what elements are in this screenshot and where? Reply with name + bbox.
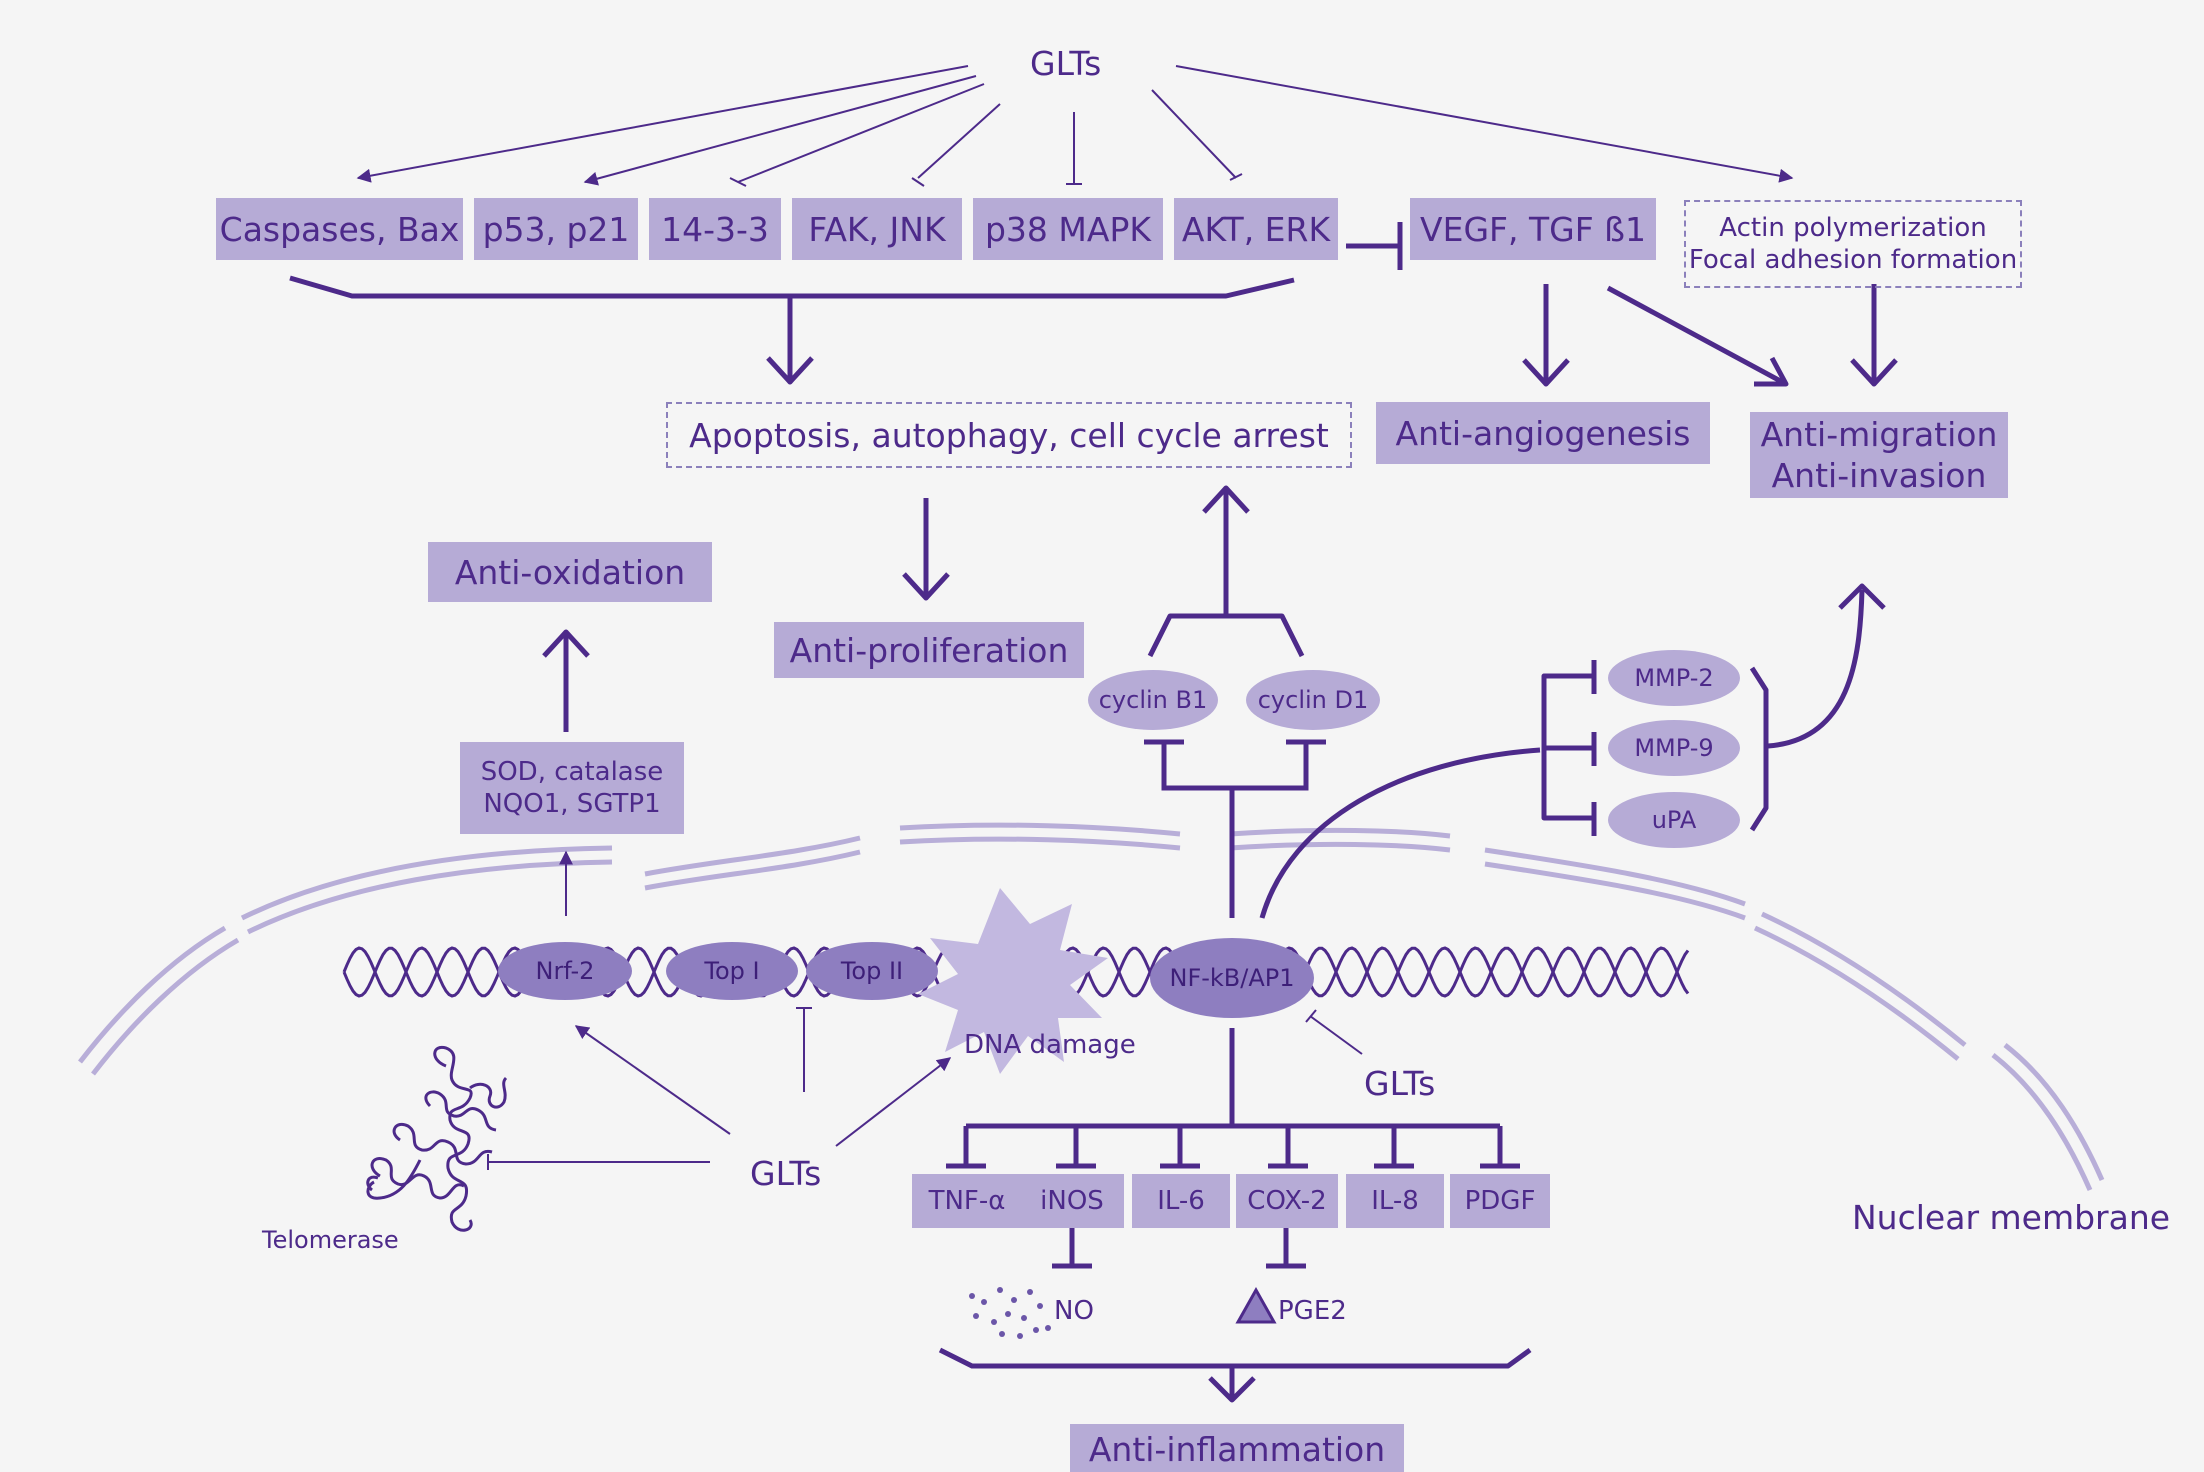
cyclin-inhibition <box>1144 739 1326 918</box>
glts-label-right: GLTs <box>1364 1064 1436 1103</box>
p1433-box: 14-3-3 <box>649 198 781 260</box>
nuclear-membrane-label: Nuclear membrane <box>1852 1198 2171 1237</box>
glts-label-bottom: GLTs <box>750 1154 822 1193</box>
glts-label-top: GLTs <box>1030 44 1102 83</box>
no-label: NO <box>1054 1296 1094 1326</box>
cytokine-box: IL-6 <box>1132 1174 1230 1228</box>
anti-invasion-line: Anti-invasion <box>1771 456 1987 495</box>
actin-box: Actin polymerization Focal adhesion form… <box>1684 200 2022 288</box>
p38-box: p38 MAPK <box>973 198 1163 260</box>
enzymes-line2: NQO1, SGTP1 <box>483 789 661 819</box>
enzymes-line1: SOD, catalase <box>480 756 664 787</box>
akt-box: AKT, ERK <box>1174 198 1338 260</box>
cyclin-b1-oval: cyclin B1 <box>1088 670 1218 730</box>
bottom-glts-arrows <box>487 1007 1363 1170</box>
pge2-label: PGE2 <box>1278 1296 1347 1326</box>
akt-vegf-inhibition <box>1346 222 1403 270</box>
p53-box: p53, p21 <box>474 198 638 260</box>
dna-damage-burst <box>918 888 1108 1074</box>
actin-line2: Focal adhesion formation <box>1688 245 2018 275</box>
top-glts-arrows <box>356 65 1794 187</box>
enzymes-box: SOD, catalase NQO1, SGTP1 <box>460 742 684 834</box>
cytokine-box: PDGF <box>1450 1174 1550 1228</box>
nuclear-membrane-lines <box>78 822 2105 1192</box>
cytokine-box: TNF-α <box>912 1174 1022 1228</box>
anti-oxidation-box: Anti-oxidation <box>428 542 712 602</box>
telomerase-structure <box>366 1045 508 1232</box>
mmp9-oval: MMP-9 <box>1608 720 1740 776</box>
mmp2-oval: MMP-2 <box>1608 650 1740 706</box>
anti-migration-box: Anti-migration Anti-invasion <box>1750 412 2008 498</box>
vegf-arrows <box>1522 284 1898 387</box>
no-molecules-icon <box>969 1287 1051 1339</box>
top1-oval: Top I <box>666 942 798 1000</box>
anti-inflammation-box: Anti-inflammation <box>1070 1424 1404 1472</box>
telomerase-label: Telomerase <box>262 1226 399 1254</box>
cyclin-d1-oval: cyclin D1 <box>1246 670 1380 730</box>
top2-oval: Top II <box>806 942 938 1000</box>
caspases-box: Caspases, Bax <box>216 198 463 260</box>
pge2-triangle-icon <box>1235 1286 1277 1324</box>
top-bracket <box>289 275 1295 385</box>
cytokine-box: IL-8 <box>1346 1174 1444 1228</box>
anti-proliferation-box: Anti-proliferation <box>774 622 1084 678</box>
nfkb-oval: NF-kB/AP1 <box>1150 938 1314 1018</box>
nrf2-arrows <box>542 629 590 916</box>
bottom-bracket <box>938 1347 1532 1403</box>
dna-damage-label: DNA damage <box>964 1030 1136 1060</box>
cytokine-inhibition <box>946 1028 1520 1269</box>
anti-migration-line: Anti-migration <box>1760 414 1998 454</box>
cytokine-box: iNOS <box>1020 1174 1124 1228</box>
upa-oval: uPA <box>1608 792 1740 848</box>
mmp-inhibition <box>1259 583 1886 919</box>
apoptosis-box: Apoptosis, autophagy, cell cycle arrest <box>666 402 1352 468</box>
fak-box: FAK, JNK <box>792 198 962 260</box>
vegf-box: VEGF, TGF ß1 <box>1410 198 1656 260</box>
nrf2-oval: Nrf-2 <box>498 942 632 1000</box>
actin-line1: Actin polymerization <box>1719 212 1987 243</box>
anti-angiogenesis-box: Anti-angiogenesis <box>1376 402 1710 464</box>
cytokine-box: COX-2 <box>1236 1174 1338 1228</box>
proliferation-arrows <box>902 485 1305 658</box>
